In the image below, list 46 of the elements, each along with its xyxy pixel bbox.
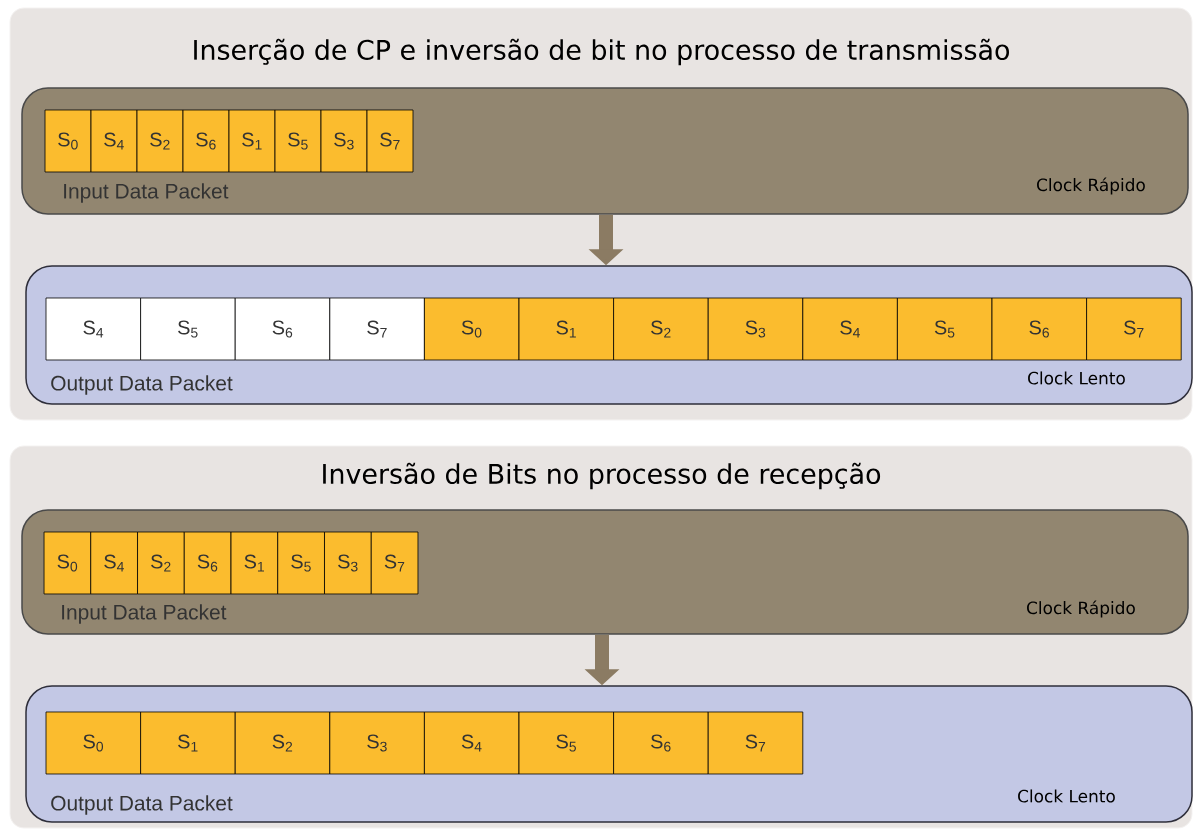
symbol-cell: S$_{2}$: [234, 711, 331, 775]
packet-label: Input Data Packet: [62, 604, 227, 624]
symbol-cell: S$_{5}$: [274, 109, 322, 173]
symbol-cell: S$_{3}$: [707, 297, 804, 361]
symbol-cell: S$_{4}$: [90, 109, 138, 173]
symbol-cell: S$_{0}$: [43, 531, 92, 595]
symbol-cell: S$_{6}$: [182, 109, 230, 173]
packet-label: Input Data Packet: [64, 183, 229, 203]
symbol-cell: S$_{1}$: [228, 109, 276, 173]
symbol-cell: S$_{5}$: [518, 711, 614, 775]
packet-label: Output Data Packet: [51, 795, 233, 815]
symbol-cell: S$_{5}$: [897, 297, 993, 361]
symbol-cell: S$_{3}$: [320, 109, 368, 173]
symbol-cell: S$_{5}$: [140, 297, 236, 361]
symbol-cell: S$_{1}$: [230, 531, 279, 595]
panel-title: Inserção de CP e inversão de bit no processo de transmissão: [194, 38, 1009, 66]
symbol-cell: S$_{7}$: [1086, 297, 1182, 361]
symbol-cell: S$_{6}$: [991, 297, 1087, 361]
symbol-cell: S$_{6}$: [613, 711, 709, 775]
panel-title: Inversão de Bits no processo de recepção: [323, 462, 881, 490]
clock-label: Clock Lento: [1018, 789, 1115, 803]
symbol-cell: S$_{4}$: [45, 297, 141, 361]
symbol-cell: S$_{7}$: [366, 109, 414, 173]
symbol-cell: S$_{0}$: [44, 109, 92, 173]
symbol-cell: S$_{2}$: [613, 297, 709, 361]
symbol-cell: S$_{1}$: [518, 297, 614, 361]
symbol-cell: S$_{7}$: [370, 531, 419, 595]
symbol-cell: S$_{3}$: [329, 711, 425, 775]
symbol-cell: S$_{3}$: [324, 531, 372, 595]
clock-label: Clock Rápido: [1027, 600, 1135, 618]
symbol-cell: S$_{0}$: [45, 711, 141, 775]
symbol-cell: S$_{6}$: [234, 297, 331, 361]
symbol-cell: S$_{2}$: [137, 531, 185, 595]
symbol-cell: S$_{7}$: [329, 297, 425, 361]
symbol-cell: S$_{4}$: [90, 531, 138, 595]
clock-label: Clock Rápido: [1037, 177, 1145, 195]
symbol-cell: S$_{1}$: [140, 711, 236, 775]
clock-label: Clock Lento: [1028, 371, 1125, 385]
packet-label: Output Data Packet: [51, 375, 233, 395]
symbol-cell: S$_{5}$: [277, 531, 325, 595]
symbol-cell: S$_{4}$: [424, 711, 520, 775]
symbol-cell: S$_{7}$: [707, 711, 804, 775]
symbol-cell: S$_{0}$: [424, 297, 520, 361]
symbol-cell: S$_{2}$: [136, 109, 184, 173]
symbol-cell: S$_{4}$: [802, 297, 898, 361]
symbol-cell: S$_{6}$: [183, 531, 232, 595]
